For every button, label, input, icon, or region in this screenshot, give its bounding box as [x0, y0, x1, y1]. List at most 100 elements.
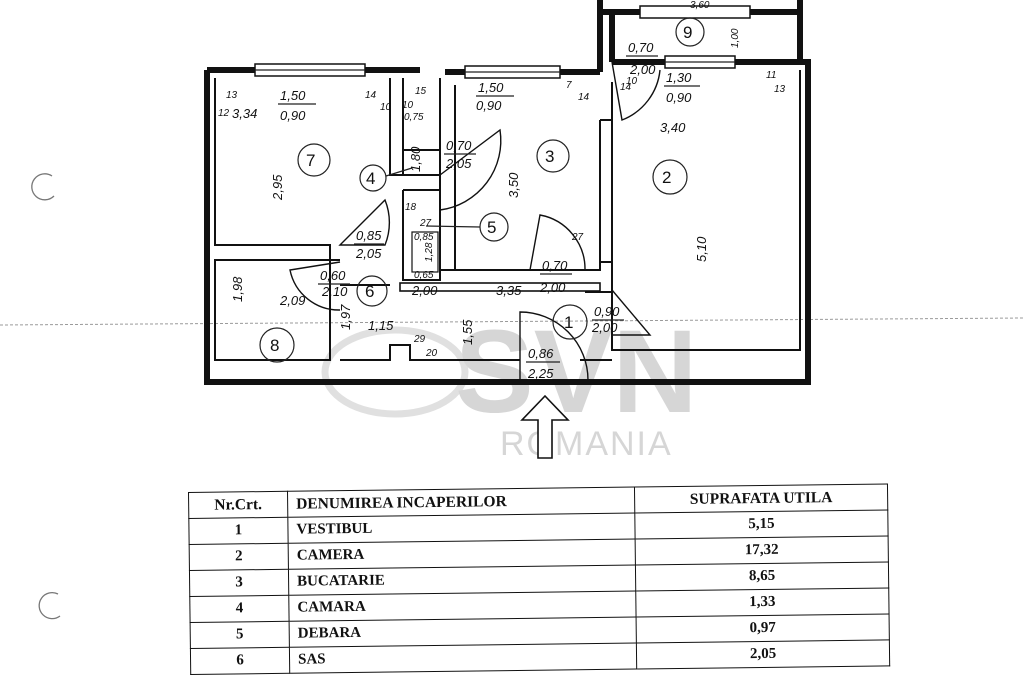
dim: 3,34	[232, 106, 257, 121]
dim: 10	[380, 102, 392, 113]
dim: 1,30	[666, 70, 692, 85]
row-area: 1,33	[635, 587, 890, 618]
room-number-7: 7	[306, 151, 315, 170]
row-area: 17,32	[635, 535, 889, 566]
door-swing-room-6	[289, 261, 341, 311]
outer-wall	[204, 59, 811, 385]
dim: 0,90	[666, 90, 692, 105]
row-nr: 3	[189, 569, 289, 597]
header-nr: Nr.Crt.	[188, 491, 288, 519]
window-room-9	[639, 5, 751, 19]
dim: 14	[620, 82, 632, 93]
dim: 14	[365, 90, 377, 101]
dim: 14	[578, 92, 590, 103]
dim: 1,15	[368, 318, 394, 333]
row-room-name: SAS	[289, 643, 637, 674]
dim: 2,00	[591, 320, 618, 335]
room-number-4: 4	[366, 169, 375, 188]
door-swing-entrance	[519, 311, 589, 381]
dim: 2,25	[527, 366, 554, 381]
room-number-5: 5	[487, 218, 496, 237]
dim: 1,97	[338, 304, 353, 330]
room-number-3: 3	[545, 147, 554, 166]
dim: 27	[571, 232, 584, 243]
dim: 0,70	[446, 138, 472, 153]
room-number-2: 2	[662, 168, 671, 187]
dim: 13	[774, 84, 786, 95]
dim: 2,00	[411, 283, 438, 298]
room-number-9: 9	[683, 23, 692, 42]
row-area: 2,05	[636, 639, 890, 670]
dim: 0,70	[542, 258, 568, 273]
dim: 7	[566, 80, 572, 91]
dim: 0,90	[594, 304, 620, 319]
dim: 10	[626, 76, 638, 87]
row-nr: 2	[189, 543, 289, 571]
punch-hole-top	[31, 173, 55, 201]
dim: 0,75	[404, 112, 424, 123]
dim: 1,00	[730, 28, 741, 48]
dim: 0,60	[320, 268, 346, 283]
room-number-1: 1	[564, 313, 573, 332]
room-area-table: Nr.Crt. DENUMIREA INCAPERILOR SUPRAFATA …	[188, 483, 890, 675]
room-markers: 7 4 3 5 2 9 6 8 1	[259, 17, 705, 363]
dim: 0,90	[476, 98, 502, 113]
door-swing-room-2	[611, 289, 652, 336]
dim: 15	[415, 86, 427, 97]
dim: 0,65	[414, 270, 434, 281]
dim: 2,09	[279, 293, 305, 308]
door-swing-room-9	[611, 61, 661, 121]
dim: 0,86	[528, 346, 554, 361]
dim: 5,10	[694, 236, 709, 262]
interior-walls	[214, 70, 801, 361]
watermark-country: ROMANIA	[500, 425, 673, 463]
dim: 1,55	[460, 319, 475, 345]
door-swing-room-3	[529, 214, 586, 271]
row-area: 5,15	[634, 509, 889, 540]
dim: 1,50	[478, 80, 504, 95]
dim: 3,60	[690, 0, 710, 11]
row-nr: 5	[190, 621, 290, 649]
dim: 3,50	[506, 172, 521, 198]
dim: 2,10	[321, 284, 348, 299]
dim: 12	[218, 108, 230, 119]
dim: 1,28	[424, 242, 435, 262]
dim: 2,00	[539, 280, 566, 295]
dim: 1,98	[230, 276, 245, 302]
dim: 0,85	[414, 232, 434, 243]
row-nr: 6	[190, 647, 290, 675]
dim: 2,00	[629, 62, 656, 77]
inner-wall-band	[399, 282, 601, 292]
dim: 3,35	[496, 283, 522, 298]
dim: 1,80	[408, 146, 423, 172]
dim: 13	[226, 90, 238, 101]
dim: 0,70	[628, 40, 654, 55]
dimension-labels: 13 12 1,50 0,90 3,34 14 10 2,95 15 10 0,…	[218, 0, 786, 381]
dim: 3,40	[660, 120, 686, 135]
room-9-walls	[597, 0, 803, 72]
room-number-8: 8	[270, 336, 279, 355]
door-swing-room-4	[439, 128, 502, 211]
dim: 11	[766, 70, 776, 81]
room-number-6: 6	[365, 282, 374, 301]
dim: 18	[405, 202, 417, 213]
dim: 2,95	[270, 174, 285, 201]
dim: 0,90	[280, 108, 306, 123]
dim: 27	[419, 218, 432, 229]
row-area: 8,65	[635, 561, 889, 592]
paper-fold-line	[0, 317, 1024, 326]
dim: 29	[413, 334, 426, 345]
punch-hole-bottom	[38, 591, 61, 620]
door-swing-room-7	[338, 198, 391, 246]
dim: 1,50	[280, 88, 306, 103]
dim: 0,85	[356, 228, 382, 243]
dim: 2,05	[445, 156, 472, 171]
watermark: SVN ROMANIA	[321, 306, 698, 463]
dim: 10	[402, 100, 414, 111]
dim: 20	[425, 348, 438, 359]
dim: 2,05	[355, 246, 382, 261]
room-5-cabinet	[411, 231, 439, 273]
row-area: 0,97	[636, 613, 890, 644]
header-area: SUPRAFATA UTILA	[634, 483, 888, 514]
